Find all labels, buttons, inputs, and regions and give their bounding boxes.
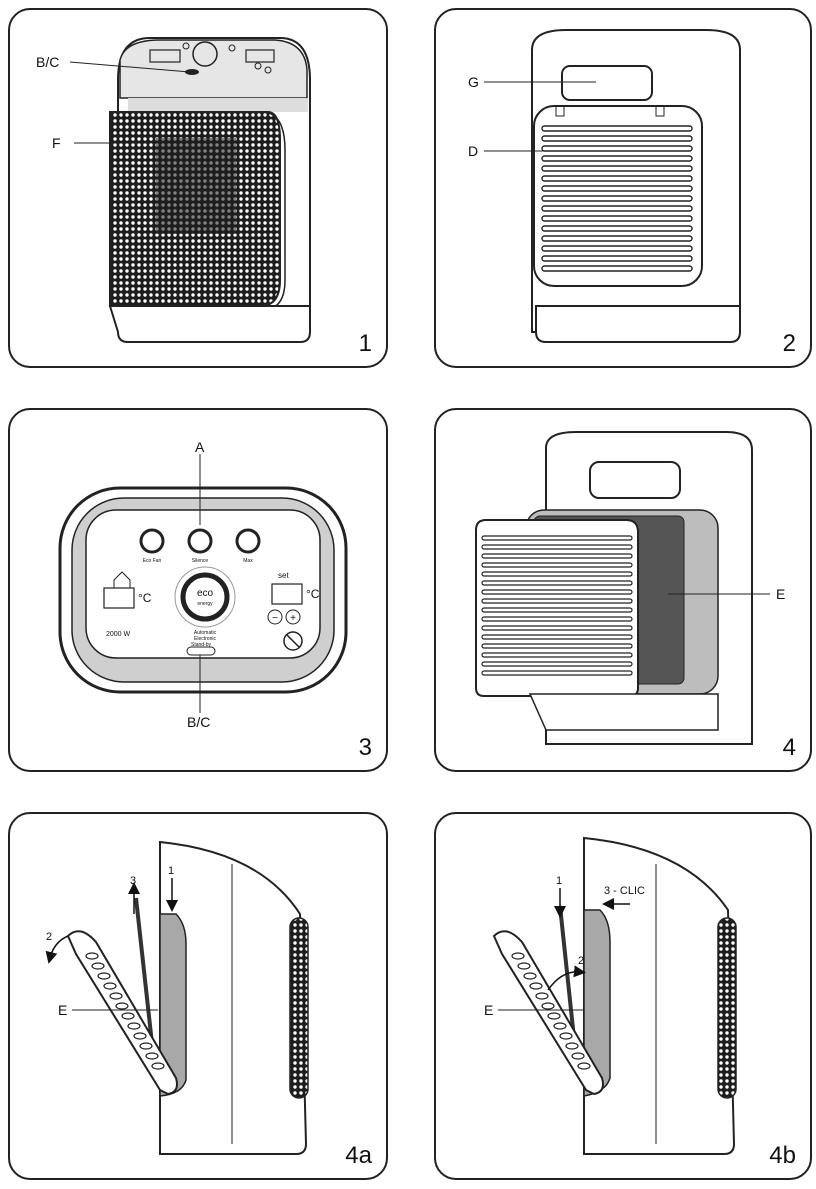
label-g: G	[468, 74, 479, 90]
filter-close-illustration: 1 2 3 - CLIC E	[484, 836, 737, 1155]
no-cover-icon	[283, 631, 303, 651]
label-e: E	[58, 1002, 67, 1018]
filter-removal-illustration: E	[475, 431, 785, 745]
label-bc: B/C	[187, 714, 210, 730]
label-f: F	[52, 135, 61, 151]
panel-number: 4a	[345, 1142, 372, 1169]
panel-4a: 1 2 3 E 4a	[8, 812, 388, 1180]
auto-text-1: Automatic	[194, 630, 217, 636]
panel-number: 1	[358, 330, 372, 357]
control-panel-illustration: A Eco Fan Silence Max °C 2000 W eco ener…	[58, 439, 348, 730]
panel-4b: 1 2 3 - CLIC E 4b	[434, 812, 812, 1180]
power-label: 2000 W	[106, 631, 131, 638]
eco-button	[180, 572, 230, 622]
label-a: A	[195, 439, 205, 455]
heater-back-illustration: G D	[468, 29, 741, 343]
label-e: E	[776, 586, 785, 602]
silence-label: Silence	[192, 558, 209, 564]
energy-text: energy	[197, 601, 213, 607]
plus-button	[285, 609, 301, 625]
panel-number: 4	[782, 734, 796, 761]
eco-text: eco	[197, 588, 214, 599]
auto-text-2: Electronic	[194, 636, 216, 642]
filter-open-illustration: 1 2 3 E	[45, 840, 309, 1155]
panel-number: 4b	[769, 1142, 796, 1169]
panel-number: 2	[782, 330, 796, 357]
standby-button	[186, 646, 216, 656]
unit-right: °C	[306, 587, 320, 601]
silence-button	[187, 528, 213, 554]
step-3: 3	[130, 875, 136, 887]
max-label: Max	[243, 558, 253, 564]
panel-3: A Eco Fan Silence Max °C 2000 W eco ener…	[8, 408, 388, 772]
home-icon	[113, 571, 131, 589]
minus-symbol: −	[272, 613, 278, 624]
panel-number: 3	[358, 734, 372, 761]
step-1: 1	[556, 875, 562, 887]
step-2: 2	[46, 931, 52, 943]
label-e: E	[484, 1002, 493, 1018]
ecofan-label: Eco Fan	[143, 558, 162, 564]
ecofan-button	[139, 528, 165, 554]
set-label: set	[278, 571, 289, 580]
panel-2: G D 2	[434, 8, 812, 368]
standby-label: Stand-by	[191, 642, 212, 648]
step-1: 1	[168, 865, 174, 877]
display-left	[103, 587, 135, 609]
max-button	[235, 528, 261, 554]
unit-left: °C	[138, 591, 152, 605]
heater-front-illustration: B/C F	[36, 37, 311, 343]
minus-button	[267, 609, 283, 625]
panel-4: E 4	[434, 408, 812, 772]
label-bc: B/C	[36, 54, 59, 70]
display-right	[271, 583, 303, 605]
step-2: 2	[578, 955, 584, 967]
step-3: 3 - CLIC	[604, 885, 645, 897]
label-d: D	[468, 143, 478, 159]
panel-1: B/C F 1	[8, 8, 388, 368]
grille-slots	[541, 125, 693, 272]
plus-symbol: +	[290, 613, 296, 624]
